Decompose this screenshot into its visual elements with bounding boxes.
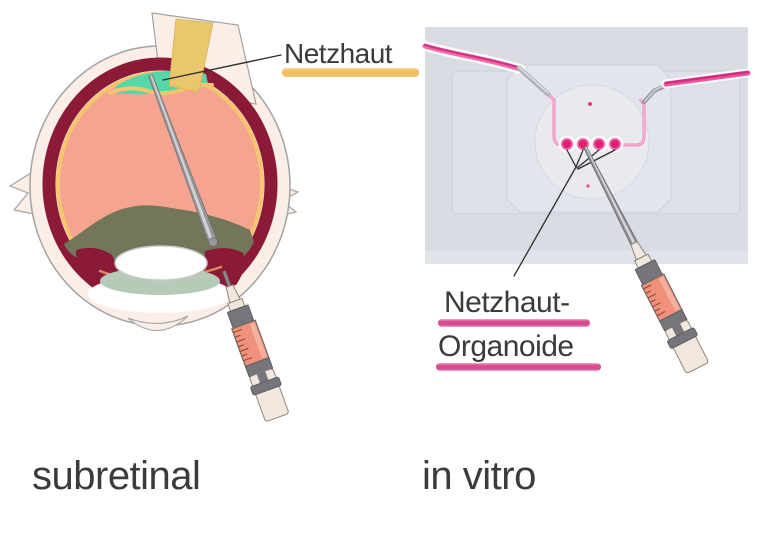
sclera-bottom-cusp	[127, 315, 189, 331]
injection-needle	[148, 74, 218, 247]
highlight-organoide-2	[436, 363, 601, 371]
syringe-right	[630, 240, 709, 374]
tubing-right	[661, 68, 753, 89]
channel-inlet-dot	[588, 102, 592, 106]
connector-left	[516, 65, 551, 97]
callout-line-netzhaut	[162, 54, 282, 81]
optic-nerve	[168, 18, 214, 93]
organoid-dots	[558, 102, 624, 188]
label-netzhaut: Netzhaut	[284, 38, 393, 69]
highlight-netzhaut	[282, 68, 419, 77]
photo-bottom-sheen	[425, 251, 748, 264]
caption-subretinal: subretinal	[32, 454, 201, 498]
caption-in-vitro: in vitro	[422, 454, 536, 498]
syringe-left	[222, 270, 289, 422]
label-organoide-line2: Organoide	[438, 330, 574, 363]
chip-photo	[420, 27, 753, 374]
eye-cross-section	[8, 12, 300, 422]
tubing-left	[420, 41, 525, 74]
organoid-dot	[590, 135, 608, 153]
organoid-dot	[558, 135, 576, 153]
lens	[114, 245, 208, 281]
callout-lines-organoide	[513, 149, 616, 277]
label-organoide-line1: Netzhaut-	[444, 286, 570, 319]
membrane-speck	[586, 184, 590, 188]
organoid-dot	[574, 135, 592, 153]
organoid-dot	[606, 135, 624, 153]
highlight-organoide-1	[438, 319, 590, 327]
